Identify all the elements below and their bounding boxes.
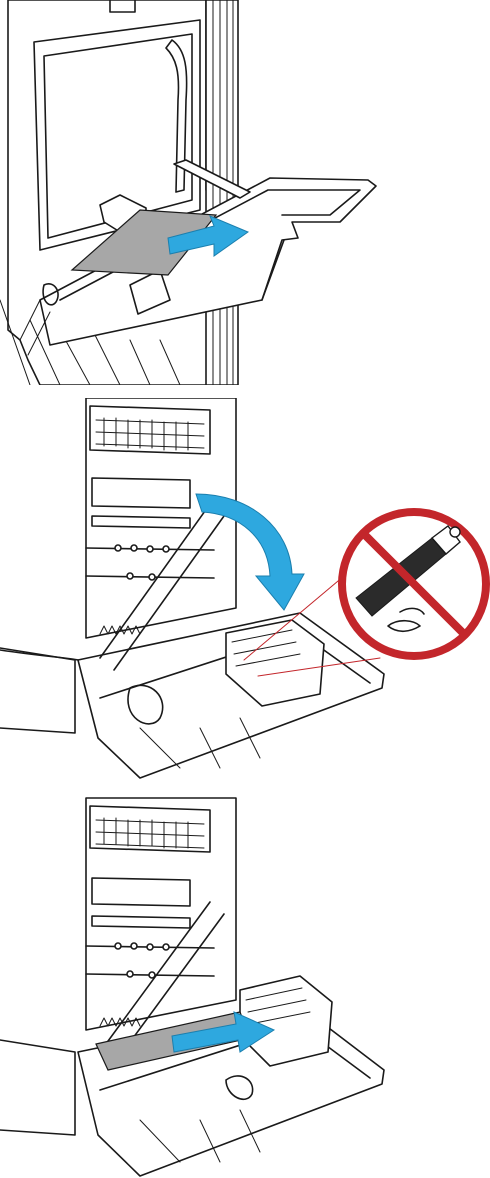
- printer-base-left: [0, 648, 75, 733]
- upper-rollers: [90, 406, 210, 454]
- cabinet-shelf: [92, 878, 190, 906]
- tray-jam-illustration: [0, 0, 490, 385]
- printer-base-left: [0, 1040, 75, 1135]
- upper-rollers: [90, 806, 210, 852]
- no-touch-icon: [342, 512, 486, 656]
- right-door-drawing: [0, 398, 490, 788]
- tray-jam-drawing: [0, 0, 490, 385]
- fuser-jam-drawing: [0, 790, 490, 1178]
- cabinet-shelf: [92, 478, 190, 508]
- fuser-jam-illustration: [0, 790, 490, 1178]
- open-right-door-illustration: [0, 398, 490, 788]
